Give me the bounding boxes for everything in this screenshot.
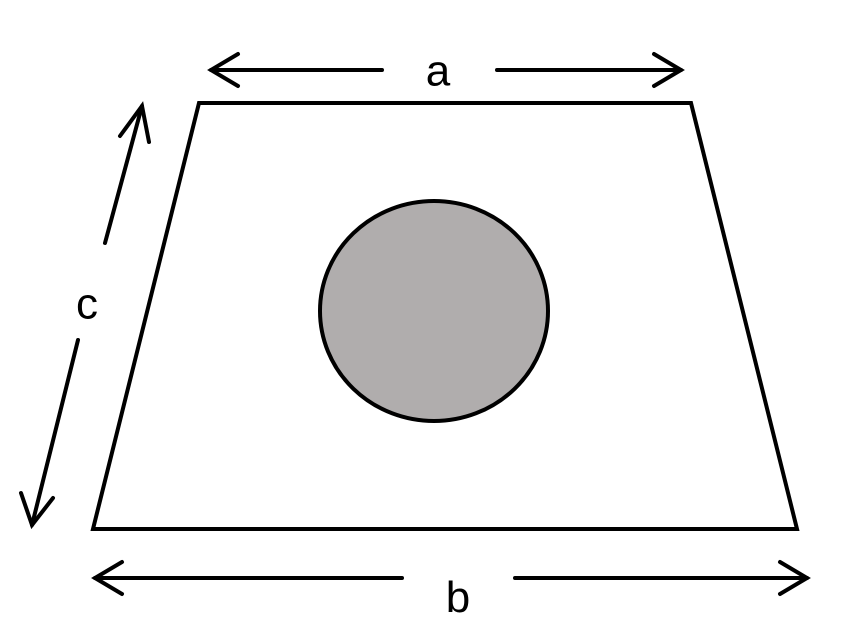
label-b: b — [446, 573, 470, 622]
center-circle — [318, 199, 550, 423]
label-a: a — [426, 47, 451, 96]
label-c: c — [76, 280, 98, 329]
bottom-dimension-arrow — [91, 560, 811, 596]
side-dimension-arrow — [19, 101, 151, 530]
top-dimension-arrow — [207, 52, 685, 88]
